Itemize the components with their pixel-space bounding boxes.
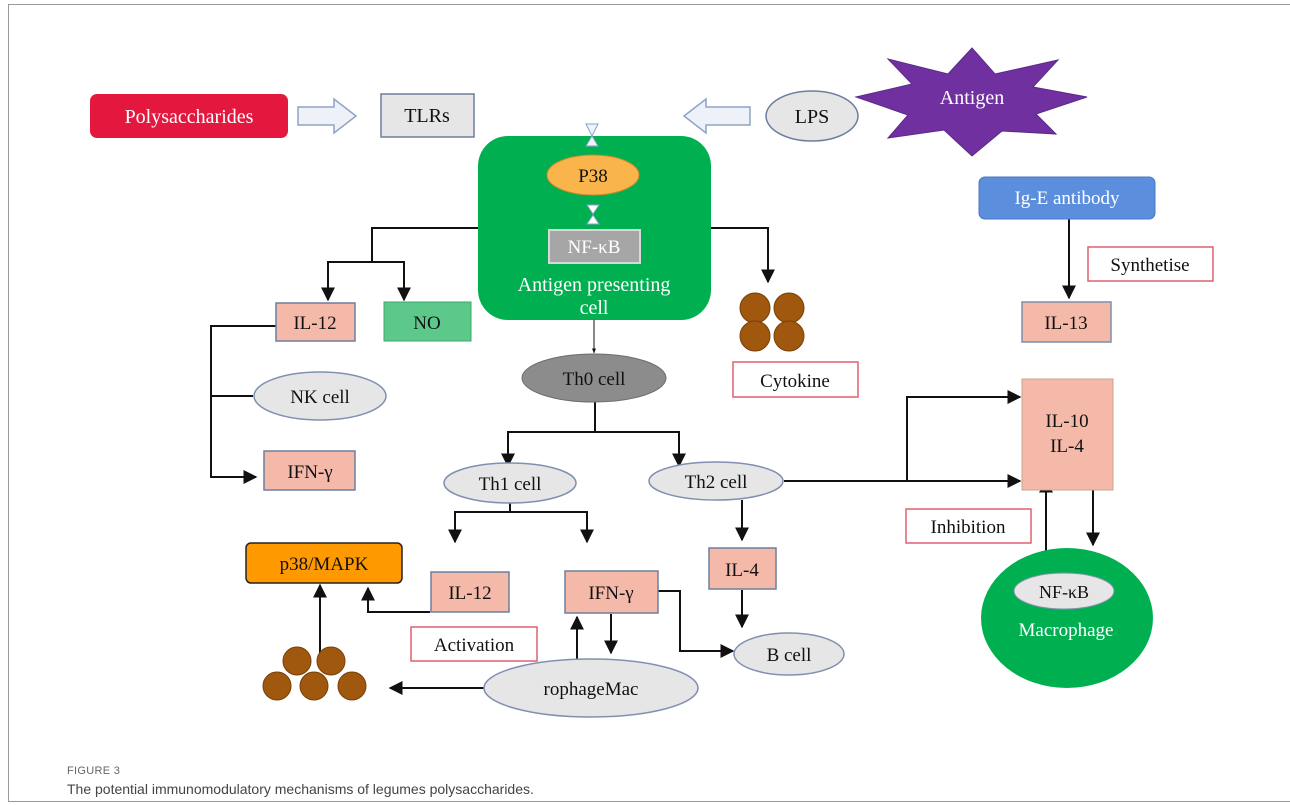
ifn-mid-box: IFN-γ [564, 570, 659, 614]
cytokine-box: Cytokine [732, 361, 859, 398]
il12-mid-label: IL-12 [448, 583, 491, 604]
tlrs-box: TLRs [380, 93, 475, 138]
arrow-th1-ifn [510, 511, 594, 544]
ifn-mid-label: IFN-γ [588, 583, 633, 604]
il4-box-label: IL-4 [1050, 436, 1084, 457]
arrow-apc-cytokine [710, 227, 775, 284]
b-cell-oval: B cell [733, 632, 845, 676]
th0-label: Th0 cell [563, 369, 626, 390]
th2-cell-oval: Th2 cell [648, 461, 784, 501]
nfkb-apc-box [548, 229, 641, 264]
connector-p38-nfkb-top [586, 204, 600, 215]
th1-cell-oval: Th1 cell [443, 462, 577, 504]
activation-box: Activation [410, 626, 538, 662]
arrow-il12-ifn [210, 325, 276, 484]
antigen-presenting-cell: P38 NF-κB Antigen presenting cell [478, 123, 711, 320]
connector-tlrs-apc-bottom [585, 135, 599, 147]
brown-cell-cluster [262, 646, 367, 701]
ige-antibody-box: Ig-E antibody [978, 176, 1156, 220]
antigen-star: Antigen [854, 47, 1088, 157]
figure-caption: The potential immunomodulatory mechanism… [67, 781, 534, 797]
p38-oval [546, 154, 640, 196]
antigen-label: Antigen [940, 87, 1004, 109]
rophagemac-label: rophageMac [544, 679, 639, 700]
arrow-th0-th2 [595, 431, 686, 468]
il10-il4-box: IL-10 IL-4 [1021, 378, 1114, 491]
activation-label: Activation [434, 635, 515, 656]
b-cell-label: B cell [767, 645, 812, 666]
nk-cell-oval: NK cell [253, 371, 387, 421]
th2-label: Th2 cell [685, 472, 748, 493]
rophagemac-oval: rophageMac [483, 658, 699, 718]
ige-antibody-label: Ig-E antibody [1014, 188, 1120, 209]
arrow-polysaccharides-tlrs [297, 97, 358, 135]
arrow-th2-il10-upper [906, 390, 1022, 481]
apc-label-line1: Antigen presenting [518, 274, 671, 296]
nfkb-mac-label: NF-κB [1039, 582, 1089, 602]
th1-label: Th1 cell [479, 474, 542, 495]
no-box: NO [383, 301, 472, 342]
il10-label: IL-10 [1045, 411, 1088, 432]
lps-label: LPS [795, 106, 829, 128]
polysaccharides-label: Polysaccharides [125, 106, 254, 128]
nk-cell-label: NK cell [290, 387, 350, 408]
il12-mid-box: IL-12 [430, 571, 510, 613]
arrow-lps-apc [682, 97, 751, 135]
arrow-apc-no [372, 261, 411, 302]
arrow-th1-il12 [448, 500, 511, 544]
arrow-ifn-bcell [658, 590, 735, 658]
figure-label: FIGURE 3 [67, 765, 121, 777]
th0-cell-oval: Th0 cell [521, 353, 667, 403]
connector-p38-nfkb-bottom [586, 214, 600, 225]
ifn-left-box: IFN-γ [263, 450, 356, 491]
ifn-left-label: IFN-γ [287, 462, 332, 483]
tlrs-label: TLRs [404, 105, 450, 127]
arrow-il12-p38mapk [361, 586, 430, 613]
il12-top-label: IL-12 [293, 313, 336, 334]
figure-frame [8, 4, 1290, 802]
connector-tlrs-apc-top [585, 123, 599, 138]
inhibition-label: Inhibition [931, 517, 1006, 538]
inhibition-box: Inhibition [905, 508, 1032, 544]
polysaccharides-box: Polysaccharides [90, 94, 288, 138]
no-label: NO [413, 313, 440, 334]
macrophage-label: Macrophage [1019, 620, 1114, 641]
il12-top-box: IL-12 [275, 302, 356, 342]
synthetise-label: Synthetise [1110, 255, 1189, 276]
macrophage-cell: NF-κB Macrophage [981, 548, 1153, 688]
synthetise-box: Synthetise [1087, 246, 1214, 282]
p38mapk-label: p38/MAPK [280, 554, 369, 575]
il4-mid-box: IL-4 [708, 547, 777, 590]
apc-label-line2: cell [580, 297, 609, 319]
il4-mid-label: IL-4 [725, 560, 759, 581]
lps-oval: LPS [765, 90, 859, 142]
arrow-th0-th1 [501, 402, 596, 468]
cytokine-cluster [739, 292, 805, 352]
cytokine-label: Cytokine [760, 371, 830, 392]
il13-label: IL-13 [1044, 313, 1087, 334]
p38mapk-box: p38/MAPK [245, 542, 403, 584]
nfkb-apc-label: NF-κB [568, 237, 621, 258]
il13-box: IL-13 [1021, 301, 1112, 343]
p38-label: P38 [578, 166, 608, 187]
